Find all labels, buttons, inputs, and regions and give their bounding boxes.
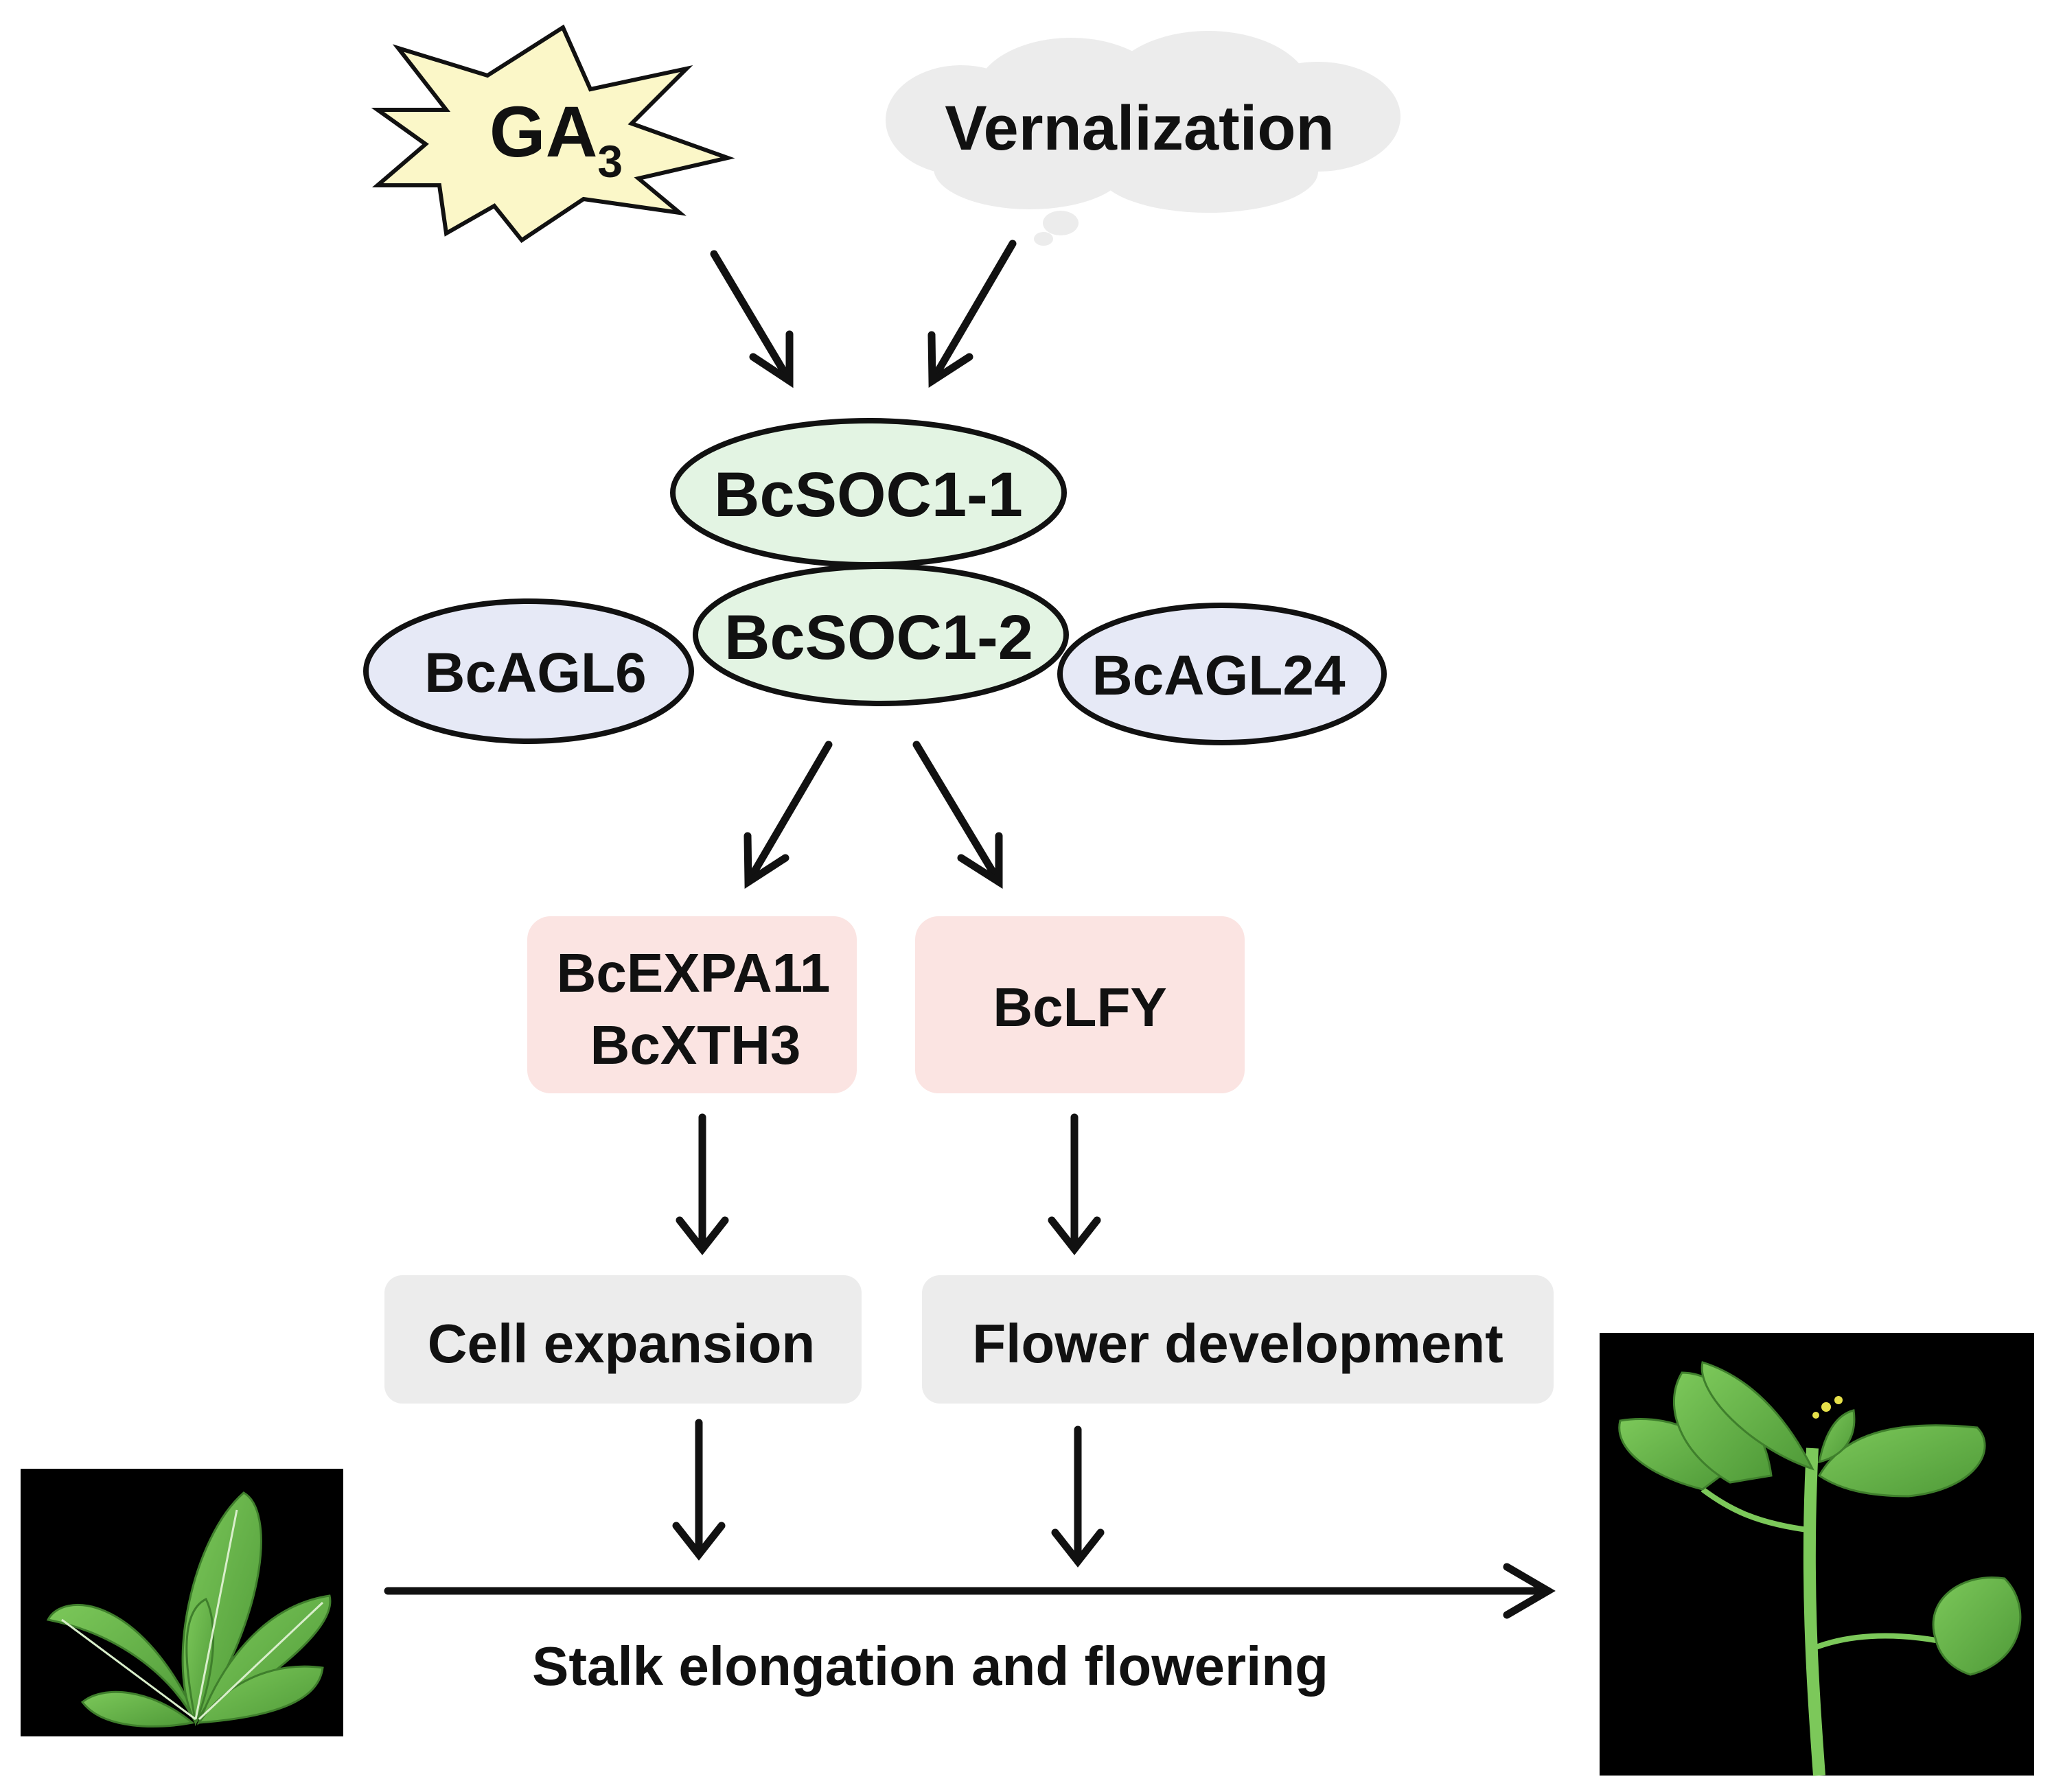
arrow-ga3-to-soc1 [710, 250, 794, 388]
vernalization-node: Vernalization [886, 31, 1400, 246]
arrow-flower-development-to-outcome [1051, 1426, 1105, 1568]
outcome-label: Stalk elongation and flowering [532, 1636, 1328, 1697]
stalk-elongation-arrow [384, 1563, 1556, 1619]
bclfy-box: BcLFY [915, 916, 1245, 1093]
cloud-shape [886, 31, 1400, 246]
soc1-complex: BcAGL6 BcAGL24 BcSOC1-1 BcSOC1-2 [363, 418, 1387, 745]
ga3-label: GA3 [489, 92, 623, 187]
bcagl6-node: BcAGL6 [363, 598, 694, 744]
vernalization-label: Vernalization [945, 93, 1335, 163]
bcagl24-label: BcAGL24 [1092, 644, 1346, 707]
bcsoc1-1-label: BcSOC1-1 [714, 460, 1023, 530]
flower-development-label: Flower development [972, 1313, 1503, 1374]
arrow-soc1-to-lfy [912, 741, 1003, 889]
cell-expansion-box: Cell expansion [384, 1275, 862, 1404]
output-arrows [743, 741, 1003, 889]
cell-expansion-label: Cell expansion [428, 1313, 816, 1374]
bcsoc1-2-label: BcSOC1-2 [724, 603, 1033, 673]
bcagl24-node: BcAGL24 [1057, 603, 1387, 745]
ga3-node: GA3 [371, 24, 735, 244]
input-arrows [710, 240, 1017, 388]
bcagl6-label: BcAGL6 [424, 642, 647, 704]
bcexpa11-bcxth3-box: BcEXPA11 BcXTH3 [527, 916, 857, 1093]
outcome-arrows [672, 1419, 1105, 1568]
target-genes: BcEXPA11 BcXTH3 BcLFY [527, 916, 1245, 1093]
starburst-shape [371, 24, 735, 244]
arrow-vernalization-to-soc1 [927, 240, 1017, 388]
arrow-lfy-to-flower-development [1048, 1113, 1101, 1255]
bcsoc1-2-node: BcSOC1-2 [693, 563, 1069, 706]
young-plant-photo [21, 1469, 343, 1736]
bcsoc1-1-node: BcSOC1-1 [670, 418, 1067, 568]
arrow-expa11-to-cell-expansion [676, 1113, 729, 1255]
bcexpa11-label: BcEXPA11 [557, 942, 831, 1003]
flower-development-box: Flower development [922, 1275, 1554, 1404]
bclfy-label: BcLFY [993, 977, 1166, 1038]
bolting-plant-photo [1600, 1333, 2034, 1776]
flowering-plant-illustration [1618, 1361, 2022, 1776]
arrow-soc1-to-expa11 [743, 741, 833, 889]
bcxth3-label: BcXTH3 [590, 1014, 801, 1075]
arrow-cell-expansion-to-outcome [672, 1419, 726, 1561]
process-arrows [676, 1113, 1101, 1255]
processes: Cell expansion Flower development [384, 1275, 1554, 1404]
